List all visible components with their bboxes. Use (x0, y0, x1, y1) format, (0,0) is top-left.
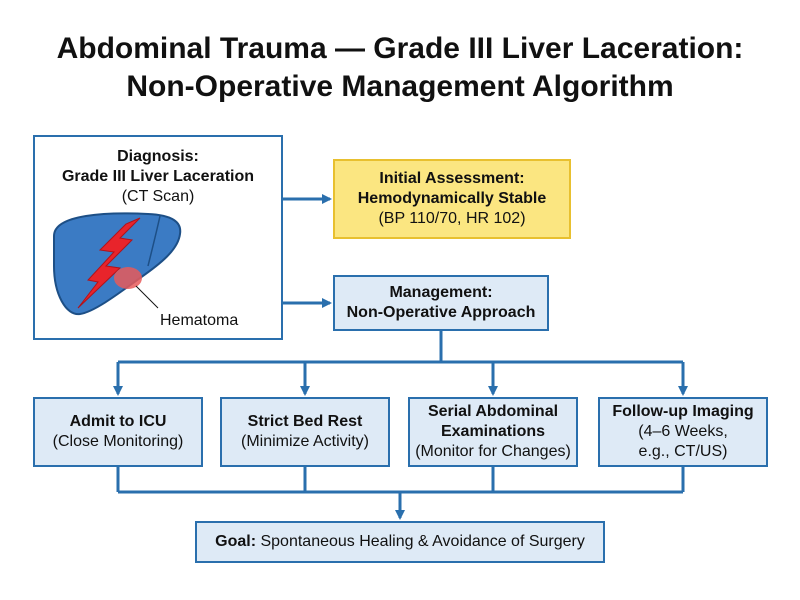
step-sub-line-2: e.g., CT/US) (638, 443, 728, 460)
step-admit-icu: Admit to ICU (Close Monitoring) (33, 397, 203, 467)
goal-label: Goal: (215, 533, 257, 550)
step-heading: Follow-up Imaging (612, 403, 754, 420)
step-heading-line-1: Serial Abdominal (427, 403, 559, 420)
step-heading: Admit to ICU (69, 413, 167, 430)
hematoma-label: Hematoma (160, 312, 239, 329)
step-follow-up-imaging: Follow-up Imaging (4–6 Weeks, e.g., CT/U… (598, 397, 768, 467)
diagnosis-heading-1: Diagnosis: (117, 148, 199, 165)
step-bed-rest: Strict Bed Rest (Minimize Activity) (220, 397, 390, 467)
assessment-box: Initial Assessment: Hemodynamically Stab… (333, 159, 571, 239)
hematoma-spot (114, 267, 142, 289)
page-title: Abdominal Trauma — Grade III Liver Lacer… (0, 30, 800, 106)
step-serial-exams: Serial Abdominal Examinations (Monitor f… (408, 397, 578, 467)
diagnosis-sub: (CT Scan) (121, 188, 195, 205)
goal-text: Spontaneous Healing & Avoidance of Surge… (256, 533, 585, 550)
management-heading-2: Non-Operative Approach (346, 304, 536, 321)
assessment-sub: (BP 110/70, HR 102) (378, 210, 526, 227)
goal-box: Goal: Spontaneous Healing & Avoidance of… (195, 521, 605, 563)
assessment-heading-2: Hemodynamically Stable (357, 190, 547, 207)
liver-illustration (53, 212, 182, 316)
step-sub: (Monitor for Changes) (415, 443, 571, 460)
title-line-2: Non-Operative Management Algorithm (126, 70, 674, 103)
step-sub: (Minimize Activity) (240, 433, 369, 450)
management-heading-1: Management: (389, 284, 493, 301)
step-heading-line-2: Examinations (440, 423, 546, 440)
diagnosis-heading-2: Grade III Liver Laceration (61, 168, 255, 185)
assessment-heading-1: Initial Assessment: (379, 170, 525, 187)
laceration-bolt-icon (77, 217, 141, 309)
step-sub-line-1: (4–6 Weeks, (638, 423, 728, 440)
title-line-1: Abdominal Trauma — Grade III Liver Lacer… (56, 32, 744, 65)
management-box: Management: Non-Operative Approach (333, 275, 549, 331)
step-heading: Strict Bed Rest (247, 413, 363, 430)
step-sub: (Close Monitoring) (52, 433, 184, 450)
